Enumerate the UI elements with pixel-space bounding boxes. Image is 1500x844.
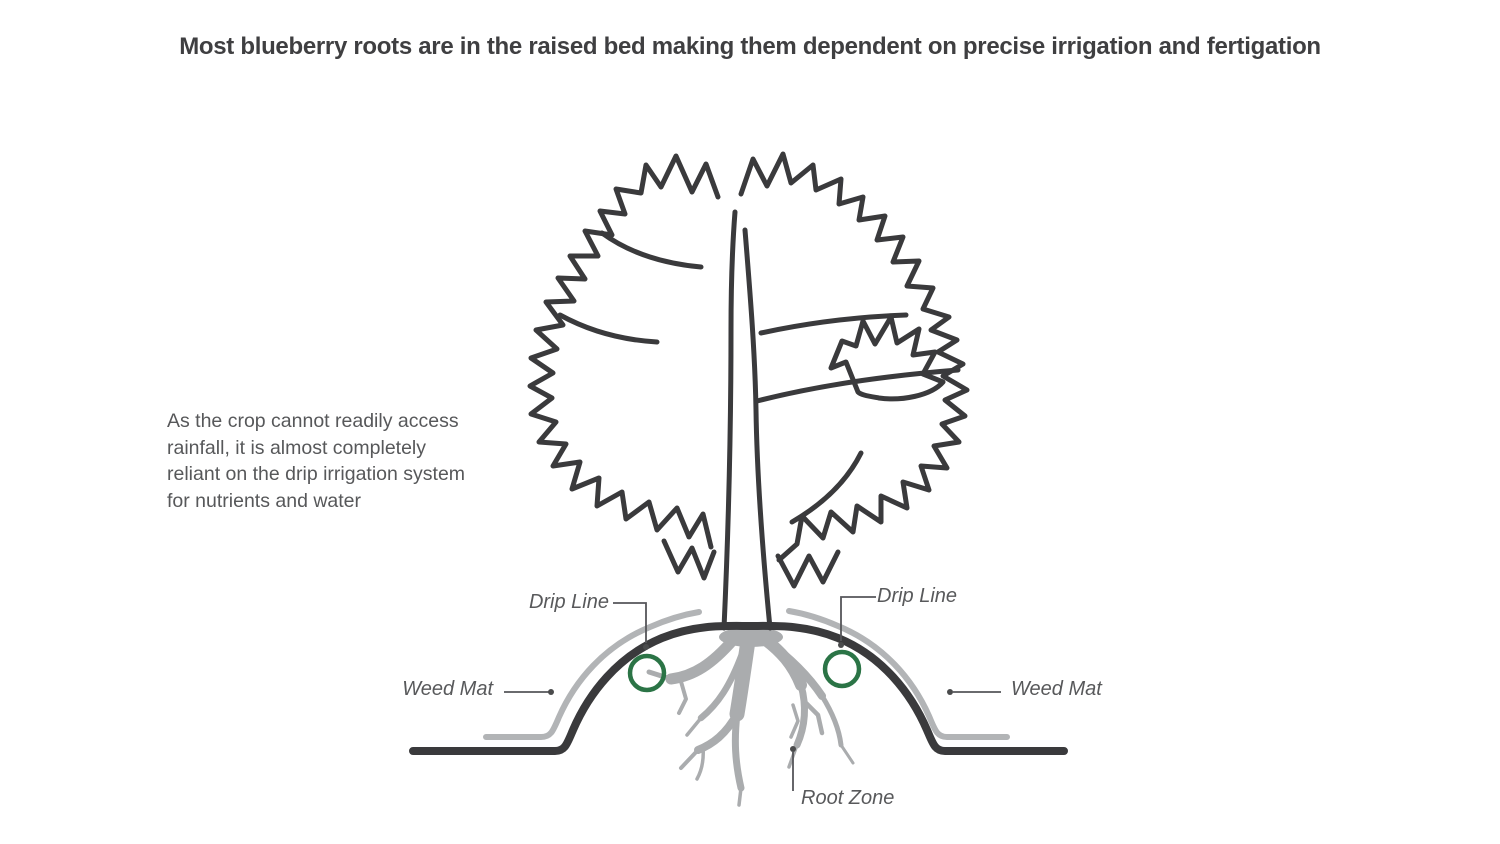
trunk-right-edge	[742, 227, 773, 631]
leader-lines	[504, 596, 1001, 791]
raised-bed-outline	[409, 621, 1068, 755]
inner-arc-left-mid	[557, 312, 660, 345]
root-system	[646, 626, 855, 807]
branch-main	[754, 367, 961, 404]
inner-arc-left-top	[599, 230, 704, 270]
canopy-bottom-fringe-right	[775, 549, 841, 589]
label-weed-mat-right: Weed Mat	[1011, 678, 1102, 700]
canopy-left-outline	[527, 153, 721, 550]
blueberry-bush	[527, 151, 970, 631]
label-drip-line-left: Drip Line	[528, 591, 609, 613]
leader-dot-drip-left	[643, 644, 649, 650]
label-weed-mat-left: Weed Mat	[402, 678, 493, 700]
label-root-zone: Root Zone	[801, 787, 895, 809]
canopy-right-outline	[738, 151, 970, 563]
leader-dot-root-zone	[790, 746, 796, 752]
weed-mat-right-line	[786, 608, 1010, 740]
canopy-bottom-fringe-left	[661, 538, 717, 581]
leader-dot-drip-right	[838, 642, 844, 648]
weed-mat-left-line	[483, 609, 702, 740]
leader-drip-right	[840, 596, 876, 641]
drip-line-emitter-right	[822, 649, 862, 689]
branch-upper	[758, 312, 909, 336]
inner-arc-lower-right	[789, 450, 864, 525]
leader-dot-weed-right	[947, 689, 953, 695]
weed-mat-lines	[483, 608, 1010, 740]
leader-drip-left	[613, 602, 647, 643]
trunk-left-edge	[721, 209, 738, 631]
leader-dot-weed-left	[548, 689, 554, 695]
inner-leaf-right	[828, 314, 946, 402]
description-text: As the crop cannot readily access rainfa…	[167, 410, 466, 512]
drip-line-emitter-left	[627, 653, 667, 693]
page-title: Most blueberry roots are in the raised b…	[179, 33, 1321, 60]
label-drip-line-right: Drip Line	[877, 585, 958, 607]
drip-line-emitters	[627, 649, 862, 693]
